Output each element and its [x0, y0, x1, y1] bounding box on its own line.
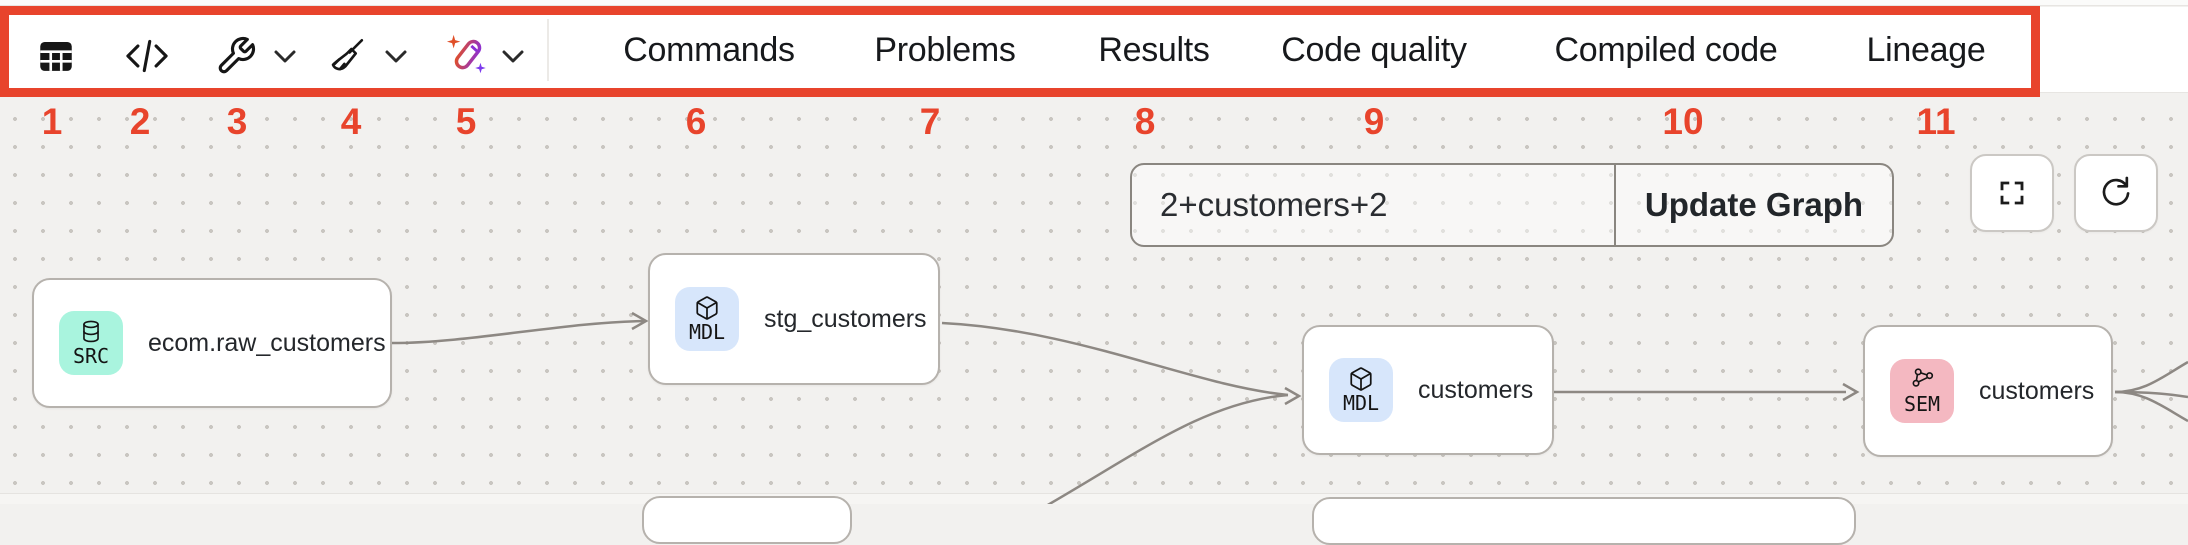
table-button[interactable]: [33, 33, 79, 79]
tab-compiled-code[interactable]: Compiled code: [1555, 7, 1778, 93]
annotation-number-8: 8: [1134, 101, 1156, 142]
node-label: customers: [1979, 376, 2095, 405]
node-customers-semantic[interactable]: SEM customers: [1863, 325, 2113, 457]
network-icon: [1912, 368, 1934, 387]
wrench-icon: [218, 36, 256, 74]
refresh-button[interactable]: [2074, 154, 2158, 232]
wrench-button[interactable]: [213, 33, 259, 79]
ai-assist-button[interactable]: [444, 32, 492, 80]
node-label: ecom.raw_customers: [148, 328, 386, 357]
ai-assist-dropdown-button[interactable]: [498, 43, 528, 69]
annotation-number-3: 3: [226, 101, 248, 142]
tab-code-quality[interactable]: Code quality: [1281, 7, 1467, 93]
chevron-down-icon: [502, 50, 524, 63]
code-button[interactable]: [124, 35, 170, 77]
badge-label: SRC: [72, 344, 110, 368]
tab-problems[interactable]: Problems: [874, 7, 1016, 93]
annotation-number-5: 5: [455, 101, 477, 142]
node-partial[interactable]: [642, 496, 852, 544]
broom-icon: [331, 38, 364, 71]
tab-label: Problems: [874, 30, 1016, 69]
toolbar-divider: [547, 19, 549, 81]
annotation-number-11: 11: [1916, 101, 1956, 142]
graph-filter-bar: Update Graph: [1130, 163, 1894, 247]
cube-icon: [1350, 367, 1372, 391]
table-icon: [40, 42, 72, 71]
refresh-icon: [2102, 176, 2130, 206]
node-partial[interactable]: [1312, 497, 1856, 545]
badge-label: MDL: [688, 320, 726, 344]
editor-toolbar: Commands Problems Results Code quality C…: [0, 7, 2188, 93]
tab-lineage[interactable]: Lineage: [1867, 7, 1986, 93]
model-badge: MDL: [1329, 358, 1393, 422]
fullscreen-icon: [2000, 181, 2024, 205]
node-stg-customers[interactable]: MDL stg_customers: [648, 253, 940, 385]
node-label: customers: [1418, 375, 1534, 404]
annotation-number-7: 7: [919, 101, 941, 142]
tab-label: Code quality: [1281, 30, 1467, 69]
filter-divider: [1614, 165, 1616, 245]
tab-commands[interactable]: Commands: [623, 7, 795, 93]
badge-label: MDL: [1342, 391, 1380, 415]
canvas-bottom-edge: [0, 493, 2188, 504]
annotation-number-2: 2: [129, 101, 151, 142]
source-badge: SRC: [59, 311, 123, 375]
chevron-down-icon: [385, 50, 407, 63]
database-icon: [83, 320, 99, 343]
clean-button[interactable]: [324, 33, 370, 79]
model-badge: MDL: [675, 287, 739, 351]
tab-label: Compiled code: [1554, 30, 1778, 69]
annotation-number-9: 9: [1363, 101, 1385, 142]
annotation-number-6: 6: [685, 101, 707, 142]
node-customers-model[interactable]: MDL customers: [1302, 325, 1554, 455]
semantic-badge: SEM: [1890, 359, 1954, 423]
annotation-number-1: 1: [41, 101, 63, 142]
node-ecom-raw-customers[interactable]: SRC ecom.raw_customers: [32, 278, 392, 408]
graph-filter-input[interactable]: [1132, 165, 1614, 245]
chevron-down-icon: [274, 50, 296, 63]
fullscreen-button[interactable]: [1970, 154, 2054, 232]
magic-wand-icon: [446, 34, 486, 74]
node-label: stg_customers: [764, 304, 927, 333]
annotation-number-4: 4: [340, 101, 362, 142]
clean-dropdown-button[interactable]: [381, 43, 411, 69]
tab-label: Lineage: [1866, 30, 1986, 69]
cube-icon: [696, 296, 718, 320]
wrench-dropdown-button[interactable]: [270, 43, 300, 69]
tab-results[interactable]: Results: [1098, 7, 1210, 93]
tab-label: Commands: [623, 30, 795, 69]
update-graph-button[interactable]: Update Graph: [1616, 165, 1892, 245]
window-top-strip: [0, 0, 2188, 6]
annotation-number-10: 10: [1662, 101, 1704, 142]
badge-label: SEM: [1903, 392, 1941, 416]
code-icon: [126, 39, 168, 73]
tab-label: Results: [1098, 30, 1210, 69]
